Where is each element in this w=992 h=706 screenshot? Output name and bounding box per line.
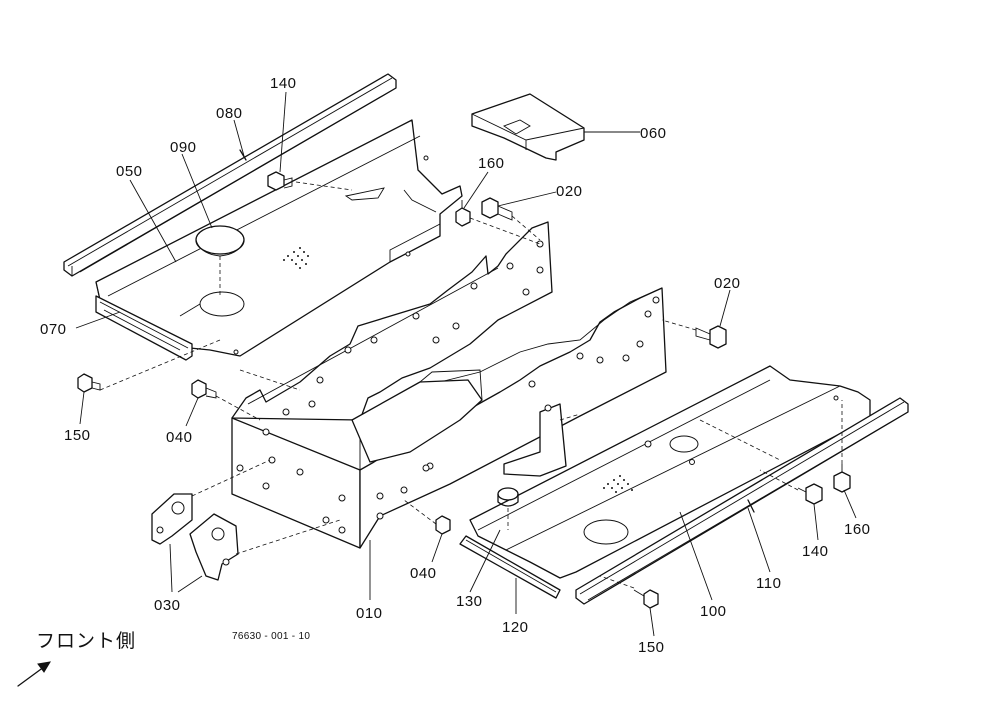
label-160-upper: 160 <box>478 155 505 172</box>
bolt-020-upper <box>481 197 513 221</box>
label-080: 080 <box>216 105 243 122</box>
label-090: 090 <box>170 139 197 156</box>
floor-panel-100 <box>469 365 871 579</box>
label-060: 060 <box>640 125 667 142</box>
label-040-lower: 040 <box>410 565 437 582</box>
label-020-right: 020 <box>714 275 741 292</box>
bolts <box>77 171 851 609</box>
bolt-160-upper <box>455 200 471 227</box>
bolt-140-upper <box>267 171 293 191</box>
bolt-040-left <box>191 379 217 399</box>
plug-090 <box>195 225 245 296</box>
label-030: 030 <box>154 597 181 614</box>
bolt-150-lower <box>633 589 659 609</box>
rail-110 <box>575 397 909 605</box>
label-140-right: 140 <box>802 543 829 560</box>
grate-pattern <box>283 247 309 269</box>
label-150-left: 150 <box>64 427 91 444</box>
rail-120 <box>459 535 561 599</box>
fastener-130 <box>497 487 519 530</box>
brackets-030 <box>151 493 239 581</box>
label-160-right: 160 <box>844 521 871 538</box>
label-070: 070 <box>40 321 67 338</box>
leader-lines <box>75 91 857 637</box>
bolt-040-lower <box>435 515 451 535</box>
main-frame-010 <box>231 221 667 549</box>
label-100: 100 <box>700 603 727 620</box>
bolt-020-right <box>695 325 727 349</box>
label-140-upper: 140 <box>270 75 297 92</box>
label-020-upper: 020 <box>556 183 583 200</box>
label-150-lower: 150 <box>638 639 665 656</box>
bolt-150-left <box>77 373 101 393</box>
grate-pattern-right <box>603 475 633 493</box>
label-050: 050 <box>116 163 143 180</box>
label-130: 130 <box>456 593 483 610</box>
label-010: 010 <box>356 605 383 622</box>
arrow-up-right-icon <box>17 661 51 687</box>
bolt-160-right <box>833 464 851 493</box>
label-120: 120 <box>502 619 529 636</box>
label-040-left: 040 <box>166 429 193 446</box>
alignment-lines <box>99 181 843 589</box>
drawing-code: 76630 - 001 - 10 <box>232 631 311 642</box>
label-110: 110 <box>756 575 782 592</box>
front-side-label: フロント側 <box>36 631 137 652</box>
bolt-140-right <box>797 483 823 505</box>
block-060 <box>471 93 585 161</box>
rail-080 <box>63 73 397 277</box>
floor-panel-050 <box>95 119 463 357</box>
